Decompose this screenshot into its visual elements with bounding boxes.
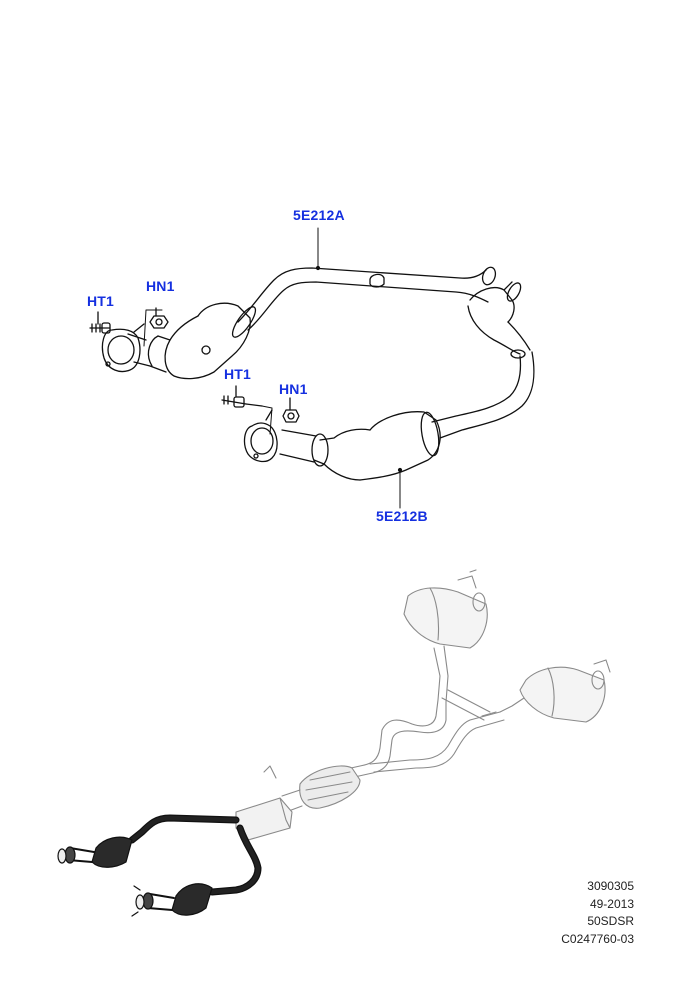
lower-stud-ht1 xyxy=(221,385,263,408)
upper-catalytic-converter xyxy=(101,302,257,380)
system-overview xyxy=(57,569,611,917)
mid-box xyxy=(235,797,293,841)
reference-codes: 3090305 49-2013 50SDSR C0247760-03 xyxy=(561,878,634,948)
callout-ht1-lower: HT1 xyxy=(224,366,252,382)
front-pipe-a xyxy=(237,266,531,359)
callout-5e212b: 5E212B xyxy=(376,508,428,524)
upper-detail-view xyxy=(89,227,535,509)
leader-lines xyxy=(143,227,403,509)
rear-muffler-right xyxy=(499,659,611,723)
intermediate-pipes xyxy=(341,689,505,779)
upper-nut-hn1 xyxy=(149,307,169,329)
ref-line-2: 49-2013 xyxy=(589,896,634,911)
callout-5e212a: 5E212A xyxy=(293,207,345,223)
upper-stud-ht1 xyxy=(89,311,111,334)
callout-ht1-upper: HT1 xyxy=(87,293,115,309)
rear-muffler-left xyxy=(403,569,488,703)
ref-line-1: 3090305 xyxy=(587,879,634,893)
centre-resonator xyxy=(263,765,361,813)
ref-line-3: 50SDSR xyxy=(587,914,634,928)
callout-hn1-upper: HN1 xyxy=(146,278,175,294)
callout-hn1-lower: HN1 xyxy=(279,381,308,397)
lower-nut-hn1 xyxy=(282,397,300,423)
front-pipe-b xyxy=(243,351,535,481)
ref-line-4: C0247760-03 xyxy=(561,931,634,946)
highlighted-front-pipes xyxy=(57,814,262,917)
